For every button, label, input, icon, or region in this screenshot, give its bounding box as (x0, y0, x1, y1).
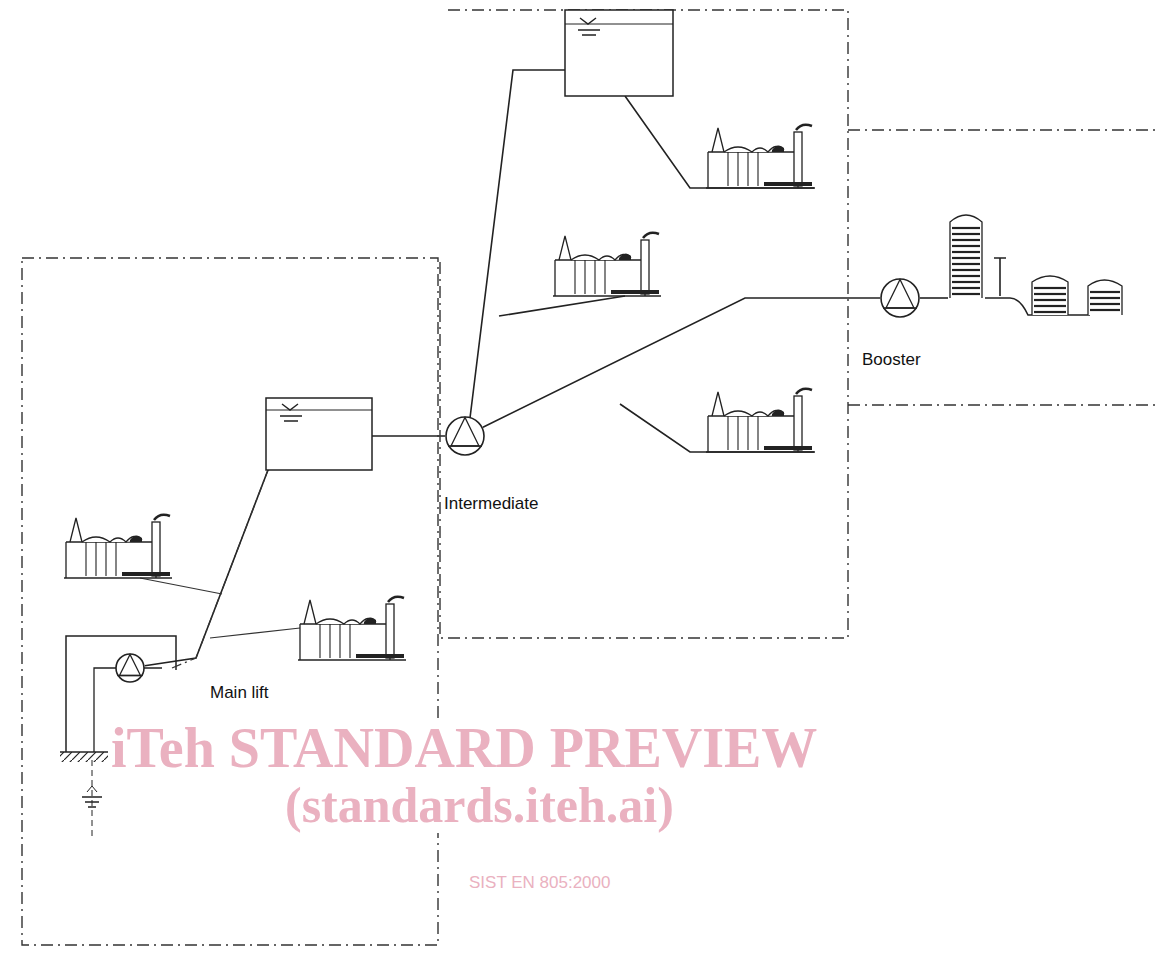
pipe (140, 470, 300, 668)
floor-stripe (1034, 299, 1066, 301)
watermark-text: iTeh STANDARD PREVIEW (108, 718, 820, 780)
pipe (920, 258, 1090, 315)
floor-stripe (952, 227, 980, 229)
building-icon (64, 515, 172, 578)
pump-label: Main lift (208, 683, 271, 703)
floor-stripe (1034, 305, 1066, 307)
floor-stripe (952, 239, 980, 241)
watermark-text: SIST EN 805:2000 (466, 874, 613, 893)
watermark-text: (standards.iteh.ai) (282, 778, 677, 833)
tower-block (950, 215, 1122, 315)
pump-node: Intermediate (445, 416, 485, 456)
pump-node: Main lift (115, 653, 145, 683)
zone-boundary (22, 10, 1158, 945)
floor-stripe (952, 287, 980, 289)
floor-stripe (952, 293, 980, 295)
floor-stripe (1090, 303, 1120, 305)
floor-stripe (1090, 291, 1120, 293)
building-icon (706, 125, 814, 188)
reservoir (565, 10, 673, 96)
floor-stripe (952, 281, 980, 283)
reservoir (266, 398, 372, 470)
floor-stripe (952, 251, 980, 253)
floor-stripe (1034, 311, 1066, 313)
floor-stripe (952, 263, 980, 265)
pump-symbol (115, 653, 145, 683)
floor-stripe (952, 233, 980, 235)
pipe (470, 70, 815, 452)
building-icon (553, 233, 661, 296)
pump-node: Booster (880, 278, 920, 318)
pump-label: Intermediate (442, 494, 541, 514)
floor-stripe (952, 275, 980, 277)
pump-label: Booster (860, 350, 923, 370)
building-icon (706, 389, 814, 452)
building-icon (298, 597, 406, 660)
floor-stripe (1034, 293, 1066, 295)
floor-stripe (1090, 297, 1120, 299)
floor-stripe (952, 257, 980, 259)
floor-stripe (1034, 287, 1066, 289)
pump-symbol (880, 278, 920, 318)
floor-stripe (952, 269, 980, 271)
pump-symbol (445, 416, 485, 456)
floor-stripe (1090, 309, 1120, 311)
floor-stripe (952, 245, 980, 247)
pipe-connector (483, 298, 880, 427)
